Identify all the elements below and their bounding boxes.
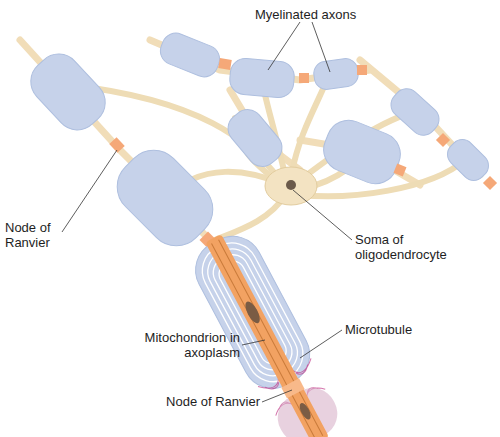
myelin-sheath [312,57,359,91]
callout-label: Myelinated axons [255,7,385,22]
callout-label: Node of Ranvier [160,394,260,409]
myelin-segments [22,29,494,257]
myelin-sheath [317,114,407,191]
myelin-sheath [229,57,296,98]
myelin-sheath [222,103,288,172]
ranvier-node [393,163,406,176]
myelin-sheath [386,83,445,140]
lamella [200,242,304,384]
leader-line [62,150,117,232]
leader-lines [62,22,352,402]
ranvier-nodes [109,58,497,248]
myelin-sheath [22,45,115,139]
myelin-lamellae [193,234,312,391]
ranvier-node [218,58,232,70]
callout-label: Node of Ranvier [5,220,65,250]
myelin-sheath [443,135,494,186]
ranvier-node [483,176,497,190]
lamella [193,234,312,391]
leader-line [242,340,265,345]
process [215,195,285,240]
ranvier-node [357,65,367,75]
mitochondrion [297,401,313,421]
leader-line [312,22,330,72]
ranvier-node [436,133,450,147]
myelin-cutaway [185,226,320,399]
ranvier-node [281,378,304,398]
leader-line [268,22,300,70]
myelin-sheath [156,29,224,81]
callout-label: Mitochondrion in axoplasm [110,330,240,360]
leader-line [293,190,352,240]
mitochondrion [243,299,263,325]
ranvier-node [299,73,309,83]
callout-label: Soma of oligodendrocyte [355,232,470,262]
oligodendrocyte-processes [70,72,465,240]
soma-nucleus [286,180,296,190]
leader-line [300,330,342,358]
axon-lines [20,40,480,245]
leader-line [262,390,292,402]
oligodendrocyte-soma [265,167,317,205]
callout-label: Microtubule [345,322,445,337]
myelin-sheath [106,139,225,258]
